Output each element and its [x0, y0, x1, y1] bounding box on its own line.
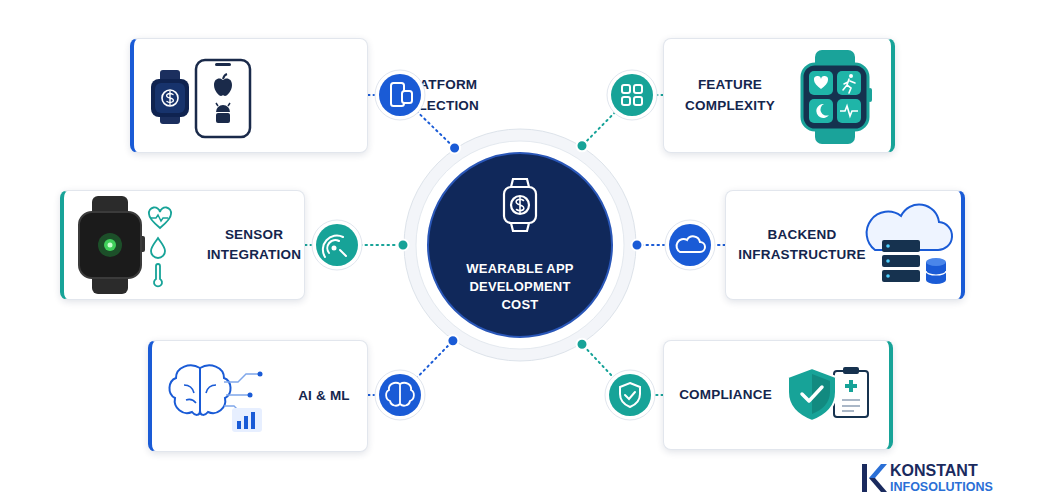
icon-badge: [665, 220, 715, 270]
icon-badge: [605, 370, 655, 420]
hub-ring: [428, 153, 612, 337]
icon-badge: [622, 85, 642, 105]
icon-badge: [625, 392, 635, 399]
icon-badge: [375, 370, 425, 420]
text-area: WEARABLE APP DEVELOPMENT COST: [455, 260, 585, 315]
text-area: COMPLIANCE: [673, 341, 778, 449]
icon-badge: [634, 97, 642, 105]
factor-card: FEATURE COMPLEXITY: [663, 38, 895, 153]
text-area: SENSOR INTEGRATION: [204, 191, 304, 299]
dotted-connector: [305, 244, 403, 246]
hub-ring: [416, 141, 624, 349]
factor-title: PLATFORM SELECTION: [392, 75, 487, 116]
factor-card: COMPLIANCE: [663, 340, 893, 450]
text-area: AI & ML: [284, 341, 364, 451]
factor-title: BACKEND INFRASTRUCTURE: [737, 225, 867, 266]
icon-badge: [316, 224, 358, 266]
dotted-connector: [582, 95, 663, 146]
text-area: BACKEND INFRASTRUCTURE: [737, 191, 867, 299]
dotted-connector: [368, 341, 453, 395]
icon-badge: [332, 246, 337, 251]
factor-title: AI & ML: [284, 386, 364, 406]
icon-badge: [634, 85, 642, 93]
dotted-connector: [637, 244, 725, 246]
icon-badge: [607, 70, 657, 120]
factor-card: BACKEND INFRASTRUCTURE: [725, 190, 965, 300]
logo-mark: [869, 464, 887, 478]
factor-card: SENSOR INTEGRATION: [60, 190, 305, 300]
icon-badge: [323, 236, 346, 257]
hub-ring: [404, 129, 636, 361]
hub-outline: [403, 128, 637, 362]
icon-badge: [386, 383, 414, 406]
icon-badge: [620, 383, 640, 407]
logo-wordmark: INFOSOLUTIONS: [890, 480, 993, 494]
icon-badge: [312, 70, 715, 420]
text-area: PLATFORM SELECTION: [392, 39, 487, 152]
factor-title: SENSOR INTEGRATION: [204, 225, 304, 266]
factor-title: COMPLIANCE: [673, 385, 778, 405]
logo-mark: [862, 464, 887, 492]
icon-badge: [622, 85, 630, 93]
icon-badge: [677, 236, 705, 252]
factor-title: FEATURE COMPLEXITY: [680, 75, 780, 116]
hub-circle: WEARABLE APP DEVELOPMENT COST: [403, 128, 637, 362]
icon-badge: [611, 74, 653, 116]
hub-title: WEARABLE APP DEVELOPMENT COST: [455, 260, 585, 315]
icon-badge: [669, 224, 711, 266]
logo-mark: [869, 478, 887, 492]
icon-badge: [609, 374, 651, 416]
icon-badge: [379, 374, 421, 416]
factor-card: PLATFORM SELECTION: [130, 38, 368, 153]
dotted-connector: [582, 344, 663, 395]
icon-badge: [312, 220, 362, 270]
text-area: FEATURE COMPLEXITY: [680, 39, 780, 152]
factor-card: AI & ML: [148, 340, 368, 452]
icon-badge: [622, 97, 630, 105]
logo-mark: [862, 464, 867, 492]
logo-wordmark: KONSTANT: [890, 462, 978, 480]
